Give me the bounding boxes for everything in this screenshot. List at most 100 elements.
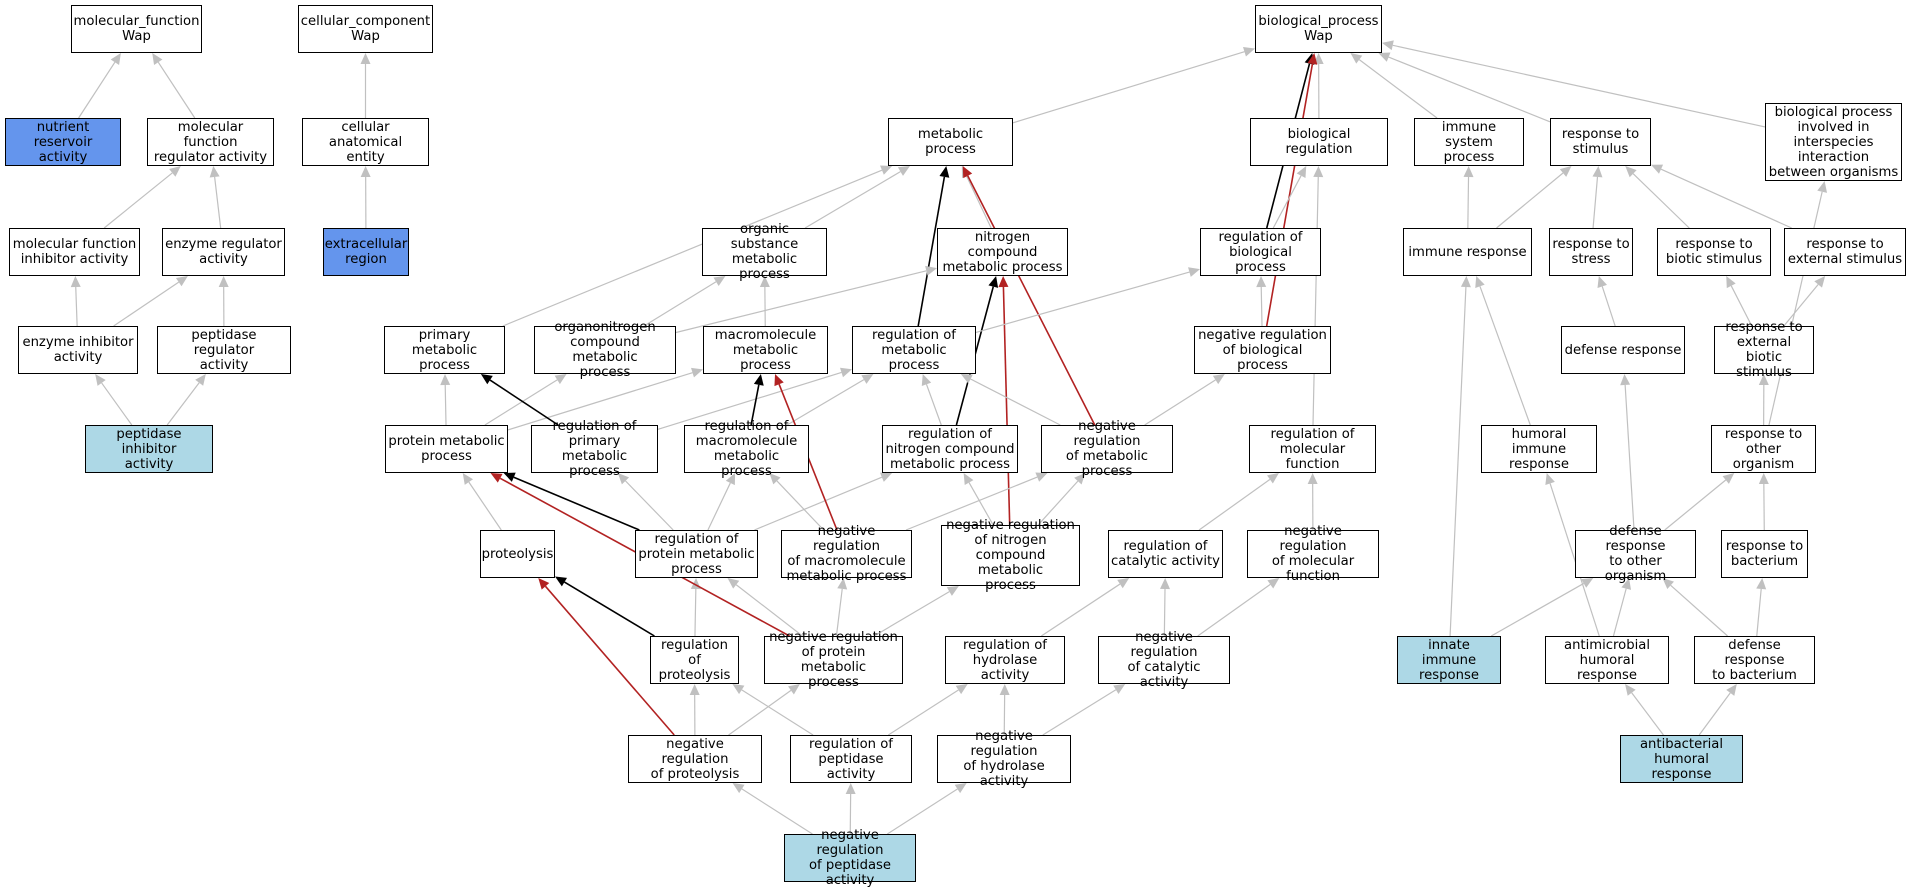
- arrowhead-rprot-to-prot: [555, 576, 568, 587]
- term-node-nrprot[interactable]: negative regulation of proteolysis: [628, 735, 762, 783]
- term-node-pra[interactable]: peptidase regulator activity: [157, 326, 291, 374]
- term-node-mp[interactable]: metabolic process: [888, 118, 1013, 166]
- term-node-nrha[interactable]: negative regulation of hydrolase activit…: [937, 729, 1071, 789]
- arrowhead-iir-to-ir: [1460, 276, 1471, 288]
- term-node-osmp[interactable]: organic substance metabolic process: [702, 222, 827, 282]
- term-node-rpa[interactable]: regulation of peptidase activity: [790, 735, 912, 783]
- edge-ocmp-to-osmp: [643, 281, 717, 327]
- arrowhead-rpmp-to-rmp: [840, 367, 852, 378]
- term-node-bp[interactable]: biological_process Wap: [1255, 5, 1382, 53]
- edge-protmp-to-pmp: [444, 384, 447, 426]
- term-node-br[interactable]: biological regulation: [1250, 118, 1388, 166]
- term-node-rha[interactable]: regulation of hydrolase activity: [945, 636, 1065, 684]
- term-node-rtes[interactable]: response to external stimulus: [1784, 228, 1906, 276]
- term-node-nrncmp[interactable]: negative regulation of nitrogen compound…: [941, 518, 1080, 593]
- arrowhead-drtoo-to-dr: [1620, 374, 1631, 386]
- term-node-nrmacmp[interactable]: negative regulation of macromolecule met…: [781, 524, 912, 584]
- term-node-rmp[interactable]: regulation of metabolic process: [852, 326, 976, 374]
- term-node-nra[interactable]: nutrient reservoir activity: [5, 118, 121, 166]
- term-node-bpii[interactable]: biological process involved in interspec…: [1765, 103, 1902, 181]
- term-node-nrprotmp[interactable]: negative regulation of protein metabolic…: [764, 630, 903, 690]
- term-node-rmacmp[interactable]: regulation of macromolecule metabolic pr…: [684, 419, 809, 479]
- edge-mfia-to-mfra: [103, 172, 173, 229]
- term-node-rtb[interactable]: response to bacterium: [1721, 530, 1808, 578]
- edge-rbp-to-br: [1272, 175, 1302, 229]
- arrowhead-prot-to-protmp: [462, 473, 474, 485]
- term-node-rts[interactable]: response to stimulus: [1550, 118, 1651, 166]
- term-node-nrmp[interactable]: negative regulation of metabolic process: [1041, 419, 1173, 479]
- term-node-rmf[interactable]: regulation of molecular function: [1249, 425, 1376, 473]
- arrowhead-rncmp-to-ncmp: [988, 276, 999, 288]
- term-node-cc[interactable]: cellular_component Wap: [298, 5, 433, 53]
- term-node-rpmp[interactable]: regulation of primary metabolic process: [531, 419, 658, 479]
- arrowhead-rpmp-to-pmp: [480, 374, 493, 385]
- term-node-ahr[interactable]: antimicrobial humoral response: [1545, 636, 1669, 684]
- edge-nrmp-to-mp: [967, 175, 1096, 426]
- arrowhead-nrmacmp-to-nrmp: [1035, 472, 1048, 482]
- term-node-mfia[interactable]: molecular function inhibitor activity: [9, 228, 140, 276]
- term-node-iir[interactable]: innate immune response: [1397, 636, 1501, 684]
- arrowhead-nrca-to-nrmf: [1267, 578, 1280, 589]
- term-node-pia[interactable]: peptidase inhibitor activity: [85, 425, 213, 473]
- term-node-rbp[interactable]: regulation of biological process: [1200, 228, 1321, 276]
- arrowhead-rprotmp-to-rpmp: [617, 473, 630, 485]
- term-node-rprot[interactable]: regulation of proteolysis: [650, 636, 739, 684]
- term-node-prot[interactable]: proteolysis: [480, 530, 555, 578]
- term-node-eia[interactable]: enzyme inhibitor activity: [18, 326, 138, 374]
- arrowhead-ir-to-rts: [1559, 166, 1572, 177]
- term-node-nrca[interactable]: negative regulation of catalytic activit…: [1098, 630, 1230, 690]
- edge-nrncmp-to-ncmp: [1002, 286, 1011, 526]
- arrowhead-nrprot-to-nrprotmp: [788, 684, 800, 695]
- edge-rpmp-to-rmp: [657, 371, 842, 430]
- term-node-mf[interactable]: molecular_function Wap: [71, 5, 202, 53]
- term-node-ncmp[interactable]: nitrogen compound metabolic process: [937, 228, 1068, 276]
- edge-mp-to-bp: [1012, 51, 1245, 124]
- term-node-pmp[interactable]: primary metabolic process: [384, 326, 505, 374]
- edge-drtoo-to-rtoo: [1664, 479, 1727, 531]
- term-node-mmp[interactable]: macromolecule metabolic process: [703, 326, 828, 374]
- term-node-hir[interactable]: humoral immune response: [1481, 425, 1597, 473]
- term-node-rtebs[interactable]: response to external biotic stimulus: [1714, 320, 1814, 380]
- arrowhead-rtoo-to-rtebs: [1758, 374, 1769, 386]
- arrowhead-nrncmp-to-nrmp: [1074, 473, 1086, 485]
- arrowhead-ahr-to-hir: [1545, 473, 1555, 486]
- term-node-rca[interactable]: regulation of catalytic activity: [1108, 530, 1223, 578]
- term-node-era[interactable]: enzyme regulator activity: [162, 228, 285, 276]
- term-node-nrpa[interactable]: negative regulation of peptidase activit…: [784, 828, 916, 888]
- arrowhead-nrpa-to-nrha: [954, 783, 967, 794]
- arrowhead-protmp-to-ocmp: [554, 374, 567, 385]
- term-node-ir[interactable]: immune response: [1403, 228, 1532, 276]
- term-node-rtbs[interactable]: response to biotic stimulus: [1657, 228, 1771, 276]
- arrowhead-nrprotmp-to-nrncmp: [946, 586, 959, 596]
- term-node-ocmp[interactable]: organonitrogen compound metabolic proces…: [534, 320, 676, 380]
- term-node-drtoo[interactable]: defense response to other organism: [1575, 524, 1696, 584]
- arrowhead-rca-to-rmf: [1267, 473, 1279, 484]
- term-node-abhr[interactable]: antibacterial humoral response: [1620, 735, 1743, 783]
- term-node-ecr[interactable]: extracellular region: [323, 228, 409, 276]
- arrowhead-nrprotmp-to-protmp: [490, 473, 503, 483]
- arrowhead-mp-to-bp: [1243, 46, 1255, 57]
- term-node-rtstress[interactable]: response to stress: [1549, 228, 1633, 276]
- arrowhead-nrmp-to-rmp: [960, 374, 973, 384]
- term-node-mfra[interactable]: molecular function regulator activity: [147, 118, 274, 166]
- edge-nrha-to-nrca: [1042, 689, 1117, 736]
- term-node-isp[interactable]: immune system process: [1414, 118, 1524, 166]
- arrowhead-protmp-to-pmp: [440, 374, 451, 386]
- term-node-dr[interactable]: defense response: [1561, 326, 1685, 374]
- term-node-rtoo[interactable]: response to other organism: [1711, 425, 1816, 473]
- term-node-drtb[interactable]: defense response to bacterium: [1694, 636, 1815, 684]
- edge-rprotmp-to-rncmp: [754, 476, 883, 531]
- edge-nrmacmp-to-rmacmp: [776, 480, 825, 531]
- edge-drtb-to-rtb: [1756, 588, 1762, 637]
- term-node-nrbp[interactable]: negative regulation of biological proces…: [1194, 326, 1331, 374]
- edge-iir-to-ir: [1449, 286, 1467, 637]
- term-node-rncmp[interactable]: regulation of nitrogen compound metaboli…: [882, 425, 1018, 473]
- term-node-protmp[interactable]: protein metabolic process: [385, 425, 508, 473]
- term-node-rprotmp[interactable]: regulation of protein metabolic process: [635, 530, 758, 578]
- term-node-nrmf[interactable]: negative regulation of molecular functio…: [1247, 524, 1379, 584]
- arrowhead-nrmacmp-to-mmp: [774, 374, 784, 387]
- edge-rtbs-to-rts: [1632, 173, 1690, 229]
- arrowhead-ahr-to-drtoo: [1621, 578, 1632, 590]
- term-node-cae[interactable]: cellular anatomical entity: [302, 118, 429, 166]
